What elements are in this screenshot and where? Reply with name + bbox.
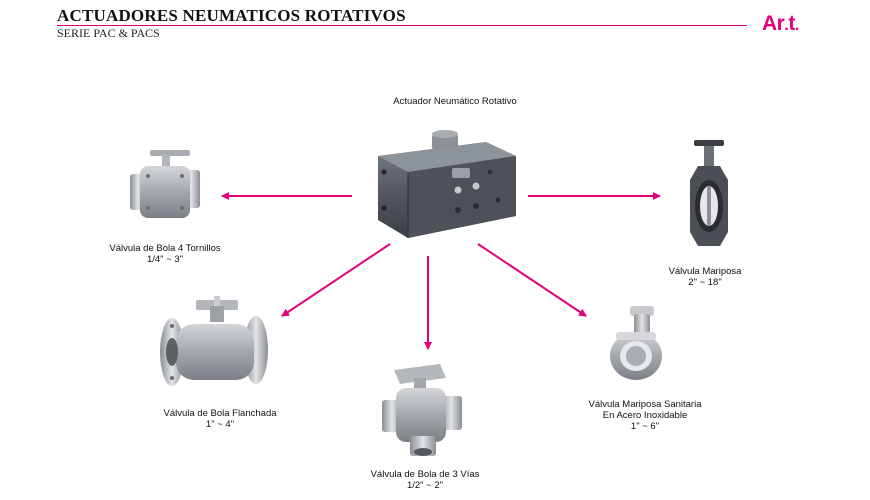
butterfly-valve-size: 2" ~ 18" — [688, 277, 722, 288]
ball-valve-4-bolt-image — [130, 150, 200, 218]
flanged-ball-valve-label: Válvula de Bola Flanchada 1" ~ 4" — [130, 408, 310, 430]
ball-valve-4-bolt-size: 1/4" ~ 3" — [146, 254, 184, 265]
flanged-ball-valve-image — [160, 296, 268, 386]
butterfly-valve-image — [690, 140, 728, 246]
page-subtitle: SERIE PAC & PACS — [57, 26, 160, 40]
sanitary-butterfly-valve-size: 1" ~ 6" — [630, 421, 660, 432]
butterfly-valve-name: Válvula Mariposa — [668, 266, 742, 277]
flanged-ball-valve-name: Válvula de Bola Flanchada — [163, 408, 277, 419]
brand-logo: Ar.t. — [762, 12, 799, 35]
three-way-ball-valve-label: Válvula de Bola de 3 Vías 1/2" ~ 2" — [330, 469, 520, 491]
sanitary-butterfly-valve-material: En Acero Inoxidable — [602, 410, 688, 421]
three-way-ball-valve-name: Válvula de Bola de 3 Vías — [370, 469, 480, 480]
three-way-ball-valve-image — [382, 364, 462, 456]
title-rule — [57, 25, 747, 26]
sanitary-butterfly-valve-label: Válvula Mariposa Sanitaria En Acero Inox… — [560, 399, 730, 432]
arrows — [221, 192, 661, 350]
actuator-label: Actuador Neumático Rotativo — [393, 96, 517, 107]
three-way-ball-valve-size: 1/2" ~ 2" — [406, 480, 444, 491]
actuator-image — [378, 130, 516, 238]
sanitary-butterfly-valve-name: Válvula Mariposa Sanitaria — [588, 399, 702, 410]
ball-valve-4-bolt-name: Válvula de Bola 4 Tornillos — [109, 243, 221, 254]
sanitary-butterfly-valve-image — [610, 306, 662, 380]
arrow-down-right — [477, 243, 587, 317]
ball-valve-4-bolt-label: Válvula de Bola 4 Tornillos 1/4" ~ 3" — [80, 243, 250, 265]
arrow-down-left — [281, 243, 391, 317]
flanged-ball-valve-size: 1" ~ 4" — [205, 419, 235, 430]
page-title: ACTUADORES NEUMATICOS ROTATIVOS — [57, 6, 406, 25]
butterfly-valve-label: Válvula Mariposa 2" ~ 18" — [630, 266, 780, 288]
